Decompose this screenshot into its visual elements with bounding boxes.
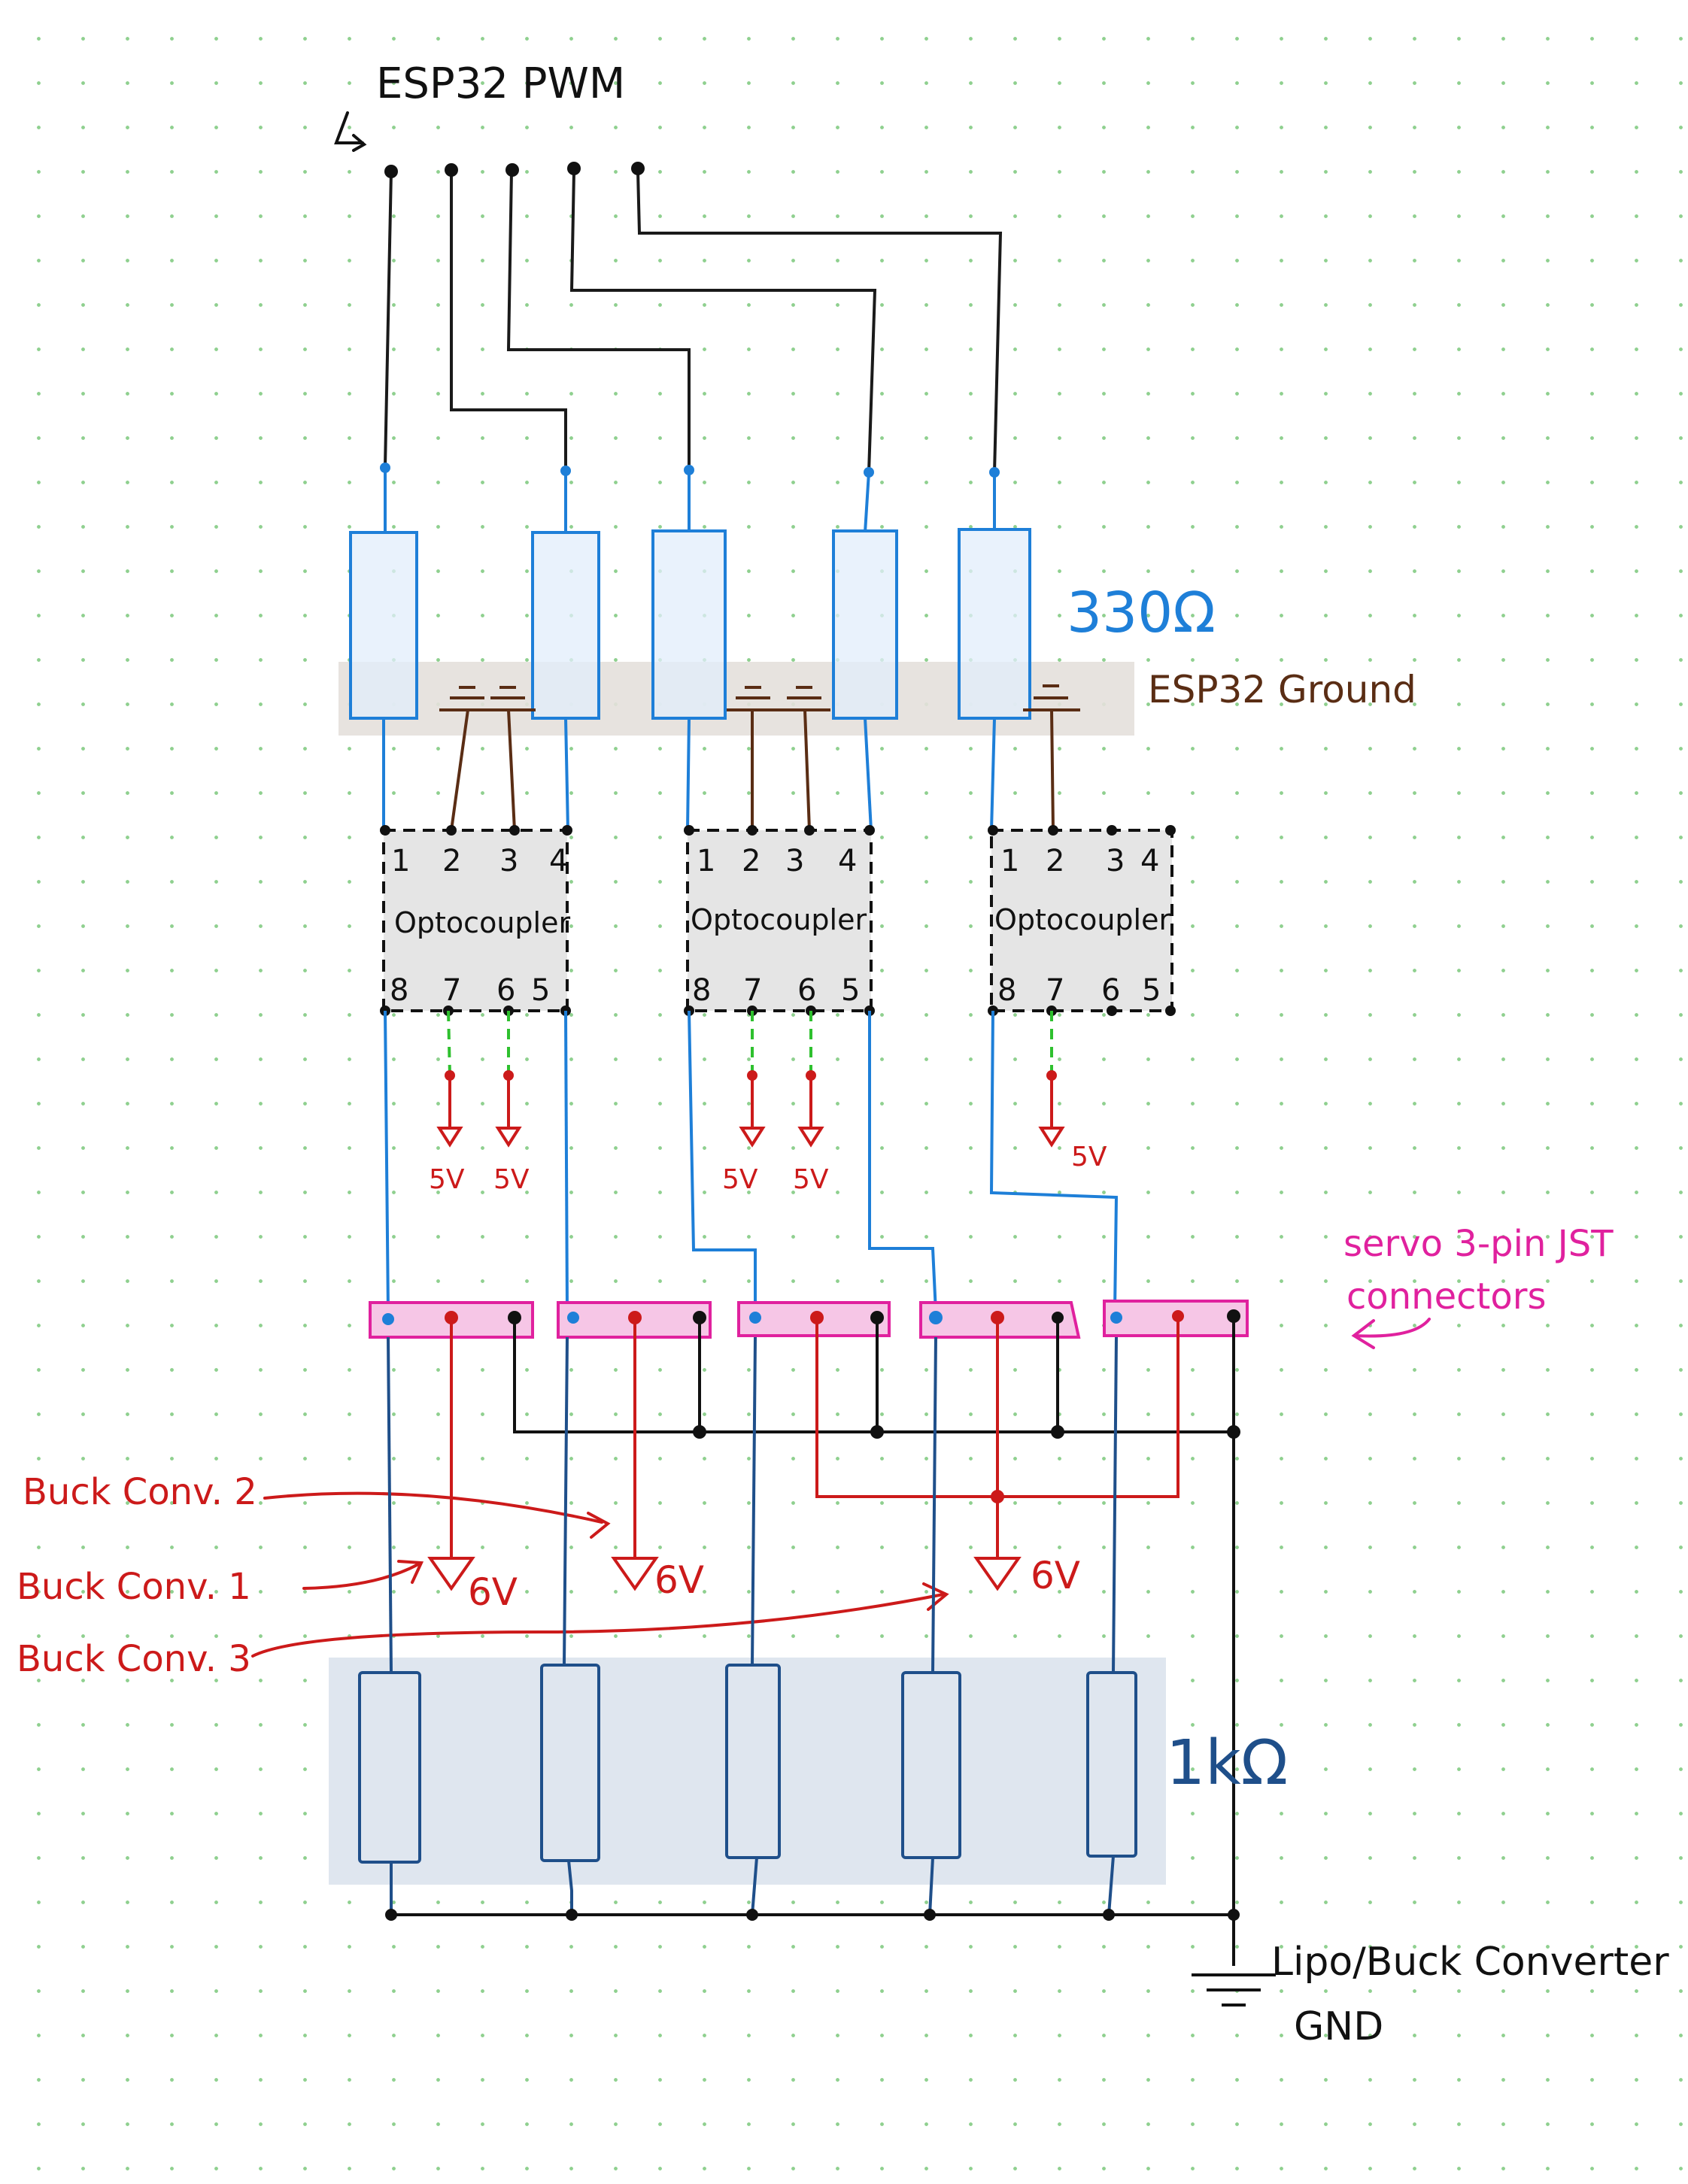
svg-text:8: 8 (390, 973, 408, 1008)
optocoupler-1: 1 2 3 4 Optocoupler 8 7 6 5 (382, 829, 570, 1012)
svg-text:6: 6 (1101, 973, 1120, 1008)
svg-text:6: 6 (797, 973, 816, 1008)
pwm-pins[interactable] (384, 162, 645, 178)
buck-conv-arrows (251, 1491, 949, 1658)
resistor-330-5 (958, 528, 1031, 720)
resistor-1k-label: 1kΩ (1166, 1727, 1288, 1799)
servo-connectors-arrow (1351, 1318, 1431, 1349)
svg-text:4: 4 (549, 844, 568, 878)
svg-text:5: 5 (841, 973, 860, 1008)
svg-text:5V: 5V (493, 1164, 530, 1195)
supply-5v-symbols (436, 1075, 1065, 1148)
svg-text:6V: 6V (468, 1570, 518, 1614)
resistor-1k-3 (725, 1664, 781, 1859)
svg-text:3: 3 (785, 844, 804, 878)
svg-text:5V: 5V (1071, 1142, 1107, 1172)
svg-text:1: 1 (1000, 844, 1019, 878)
resistors-1k (358, 1664, 1137, 1864)
servo-power-wires (450, 1316, 1179, 1558)
resistor-1k-2 (540, 1664, 600, 1862)
optocoupler-1-label: Optocoupler (394, 906, 570, 939)
lipo-ground-symbol-icon (1192, 1973, 1276, 2007)
servo-ground-bus (513, 1316, 1235, 1910)
svg-text:3: 3 (499, 844, 518, 878)
optocoupler-3: 1 2 3 4 Optocoupler 8 7 6 5 (990, 829, 1173, 1012)
svg-text:6: 6 (496, 973, 515, 1008)
svg-text:5: 5 (1142, 973, 1161, 1008)
svg-text:5V: 5V (722, 1164, 758, 1195)
svg-text:2: 2 (442, 844, 461, 878)
resistors-330 (349, 528, 1031, 720)
resistor-330-1 (349, 531, 418, 720)
supply-5v-labels: 5V 5V 5V 5V 5V (429, 1142, 1107, 1195)
resistor-330-3 (651, 529, 727, 720)
svg-text:7: 7 (743, 973, 762, 1008)
svg-text:2: 2 (742, 844, 761, 878)
svg-text:6V: 6V (1031, 1554, 1080, 1597)
optocoupler-2-label: Optocoupler (691, 903, 867, 936)
lipo-gnd-label-line2: GND (1294, 2004, 1383, 2049)
svg-text:1: 1 (391, 844, 410, 878)
bottom-ground-bus (391, 1913, 1235, 1966)
resistor-1k-4 (901, 1671, 961, 1859)
resistor-330-label: 330Ω (1067, 581, 1216, 645)
resistor-node-dots (380, 463, 1000, 478)
esp32-pwm-label: ESP32 PWM (376, 59, 625, 108)
buck-conv-1-label: Buck Conv. 1 (17, 1566, 251, 1608)
resistor-1k-1 (358, 1671, 421, 1864)
svg-text:4: 4 (1140, 844, 1159, 878)
esp32-ground-label: ESP32 Ground (1148, 668, 1416, 711)
supply-6v-labels: 6V 6V 6V (468, 1554, 1080, 1614)
svg-text:3: 3 (1106, 844, 1125, 878)
supply-5v-dots (445, 1070, 1057, 1081)
servo-connectors-label-line2: connectors (1346, 1276, 1546, 1318)
optocoupler-3-label: Optocoupler (994, 903, 1170, 936)
svg-text:7: 7 (1046, 973, 1064, 1008)
opto-to-servo-wires (384, 1010, 1119, 1312)
svg-text:5: 5 (531, 973, 550, 1008)
pin7-6-dashed-links (447, 1010, 1053, 1076)
lipo-gnd-label-line1: Lipo/Buck Converter (1271, 1940, 1669, 1985)
resistor-330-4 (832, 529, 898, 720)
svg-text:5V: 5V (793, 1164, 829, 1195)
optocoupler-2: 1 2 3 4 Optocoupler 8 7 6 5 (686, 829, 873, 1012)
svg-text:5V: 5V (429, 1164, 465, 1195)
supply-6v-symbols (427, 1557, 1022, 1591)
svg-text:1: 1 (697, 844, 715, 878)
servo-power-junction (991, 1490, 1004, 1503)
svg-text:2: 2 (1046, 844, 1064, 878)
buck-conv-2-label: Buck Conv. 2 (23, 1471, 257, 1513)
svg-text:8: 8 (997, 973, 1016, 1008)
resistor-input-wires (382, 472, 996, 831)
buck-conv-3-label: Buck Conv. 3 (17, 1638, 251, 1680)
esp32-ground-symbols (439, 684, 1080, 831)
pwm-pointer-arrow (334, 111, 367, 152)
pwm-signal-wires (384, 171, 1003, 473)
signal-wires-to-1k (387, 1336, 1118, 1916)
svg-text:4: 4 (838, 844, 857, 878)
resistor-1k-5 (1086, 1671, 1137, 1858)
bottom-ground-dots (385, 1909, 1240, 1921)
svg-text:6V: 6V (654, 1558, 704, 1602)
svg-text:8: 8 (692, 973, 711, 1008)
servo-ground-dots (693, 1425, 1240, 1439)
svg-text:7: 7 (442, 973, 461, 1008)
resistor-330-2 (531, 531, 600, 720)
servo-connectors-label-line1: servo 3-pin JST (1343, 1223, 1614, 1265)
